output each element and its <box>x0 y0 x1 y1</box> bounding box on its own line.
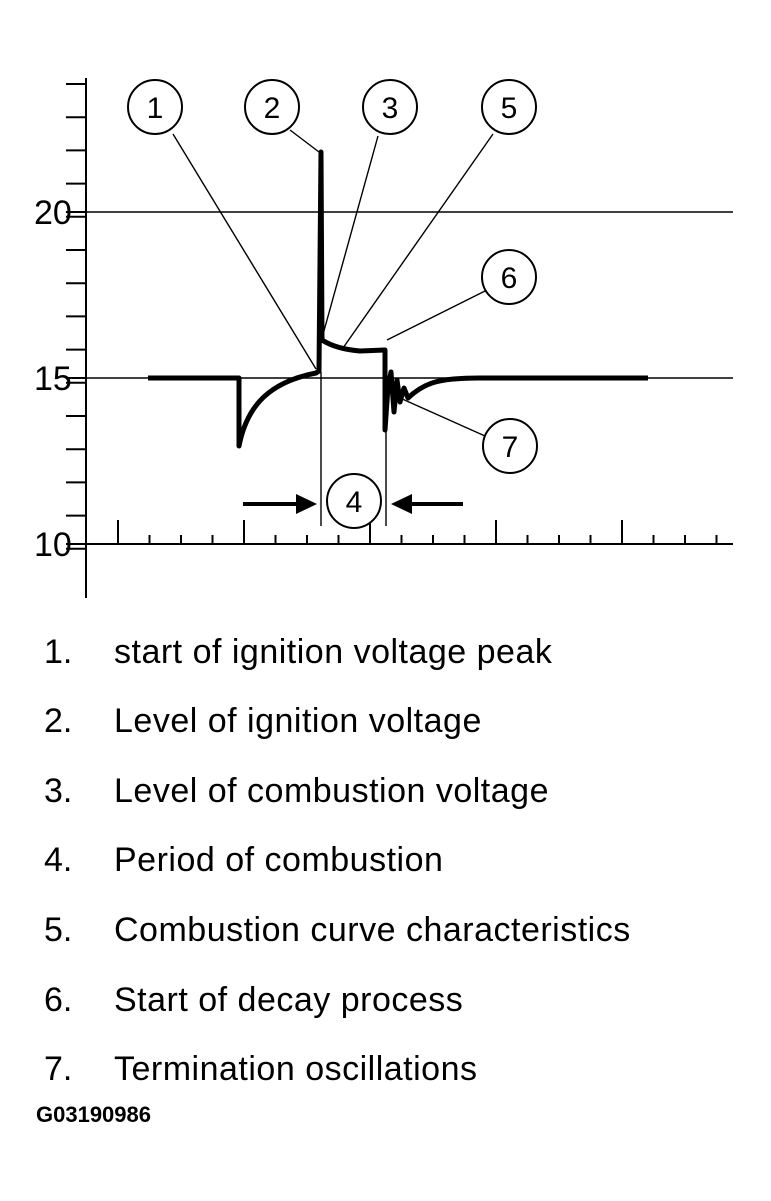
legend-item-5: 5. Combustion curve characteristics <box>0 905 771 955</box>
legend-item-number: 7. <box>44 1050 73 1088</box>
legend-item-text: Period of combustion <box>114 841 444 879</box>
legend-item-text: Level of ignition voltage <box>114 702 482 740</box>
callout-2: 2 <box>244 79 300 135</box>
callout-4: 4 <box>326 473 382 529</box>
legend-item-3: 3. Level of combustion voltage <box>0 766 771 816</box>
callout-1: 1 <box>127 79 183 135</box>
legend-item-number: 3. <box>44 772 73 810</box>
legend-item-1: 1. start of ignition voltage peak <box>0 627 771 677</box>
legend-item-7: 7. Termination oscillations <box>0 1044 771 1094</box>
callout-3: 3 <box>362 79 418 135</box>
svg-text:6: 6 <box>501 262 518 295</box>
x-axis-ticks <box>117 520 718 544</box>
callout-leader-lines <box>172 129 494 437</box>
ignition-waveform-diagram: 20 15 10 1 2 <box>34 78 733 598</box>
callout-7: 7 <box>482 418 538 474</box>
svg-text:3: 3 <box>382 92 399 125</box>
svg-text:5: 5 <box>501 92 518 125</box>
legend-item-text: start of ignition voltage peak <box>114 633 553 671</box>
y-tick-label-15: 15 <box>34 360 72 398</box>
legend-item-number: 5. <box>44 911 73 949</box>
legend-item-6: 6. Start of decay process <box>0 975 771 1025</box>
svg-text:2: 2 <box>264 92 281 125</box>
legend-item-number: 4. <box>44 841 73 879</box>
y-tick-label-20: 20 <box>34 194 72 232</box>
waveform-trace <box>148 149 648 449</box>
combustion-period-arrows <box>243 494 463 514</box>
callout-6: 6 <box>481 249 537 305</box>
legend-item-4: 4. Period of combustion <box>0 835 771 885</box>
legend-item-number: 1. <box>44 633 73 671</box>
callout-5: 5 <box>481 79 537 135</box>
y-axis-minor-ticks <box>66 83 86 550</box>
svg-text:7: 7 <box>502 431 519 464</box>
figure-id: G03190986 <box>36 1102 151 1127</box>
svg-text:1: 1 <box>147 92 164 125</box>
svg-text:4: 4 <box>346 486 363 519</box>
legend-item-number: 2. <box>44 702 73 740</box>
legend-item-2: 2. Level of ignition voltage <box>0 696 771 746</box>
legend-item-number: 6. <box>44 981 73 1019</box>
y-tick-label-10: 10 <box>34 526 72 564</box>
legend-item-text: Combustion curve characteristics <box>114 911 631 949</box>
legend-item-text: Termination oscillations <box>114 1050 478 1088</box>
legend-item-text: Start of decay process <box>114 981 464 1019</box>
legend-item-text: Level of combustion voltage <box>114 772 549 810</box>
